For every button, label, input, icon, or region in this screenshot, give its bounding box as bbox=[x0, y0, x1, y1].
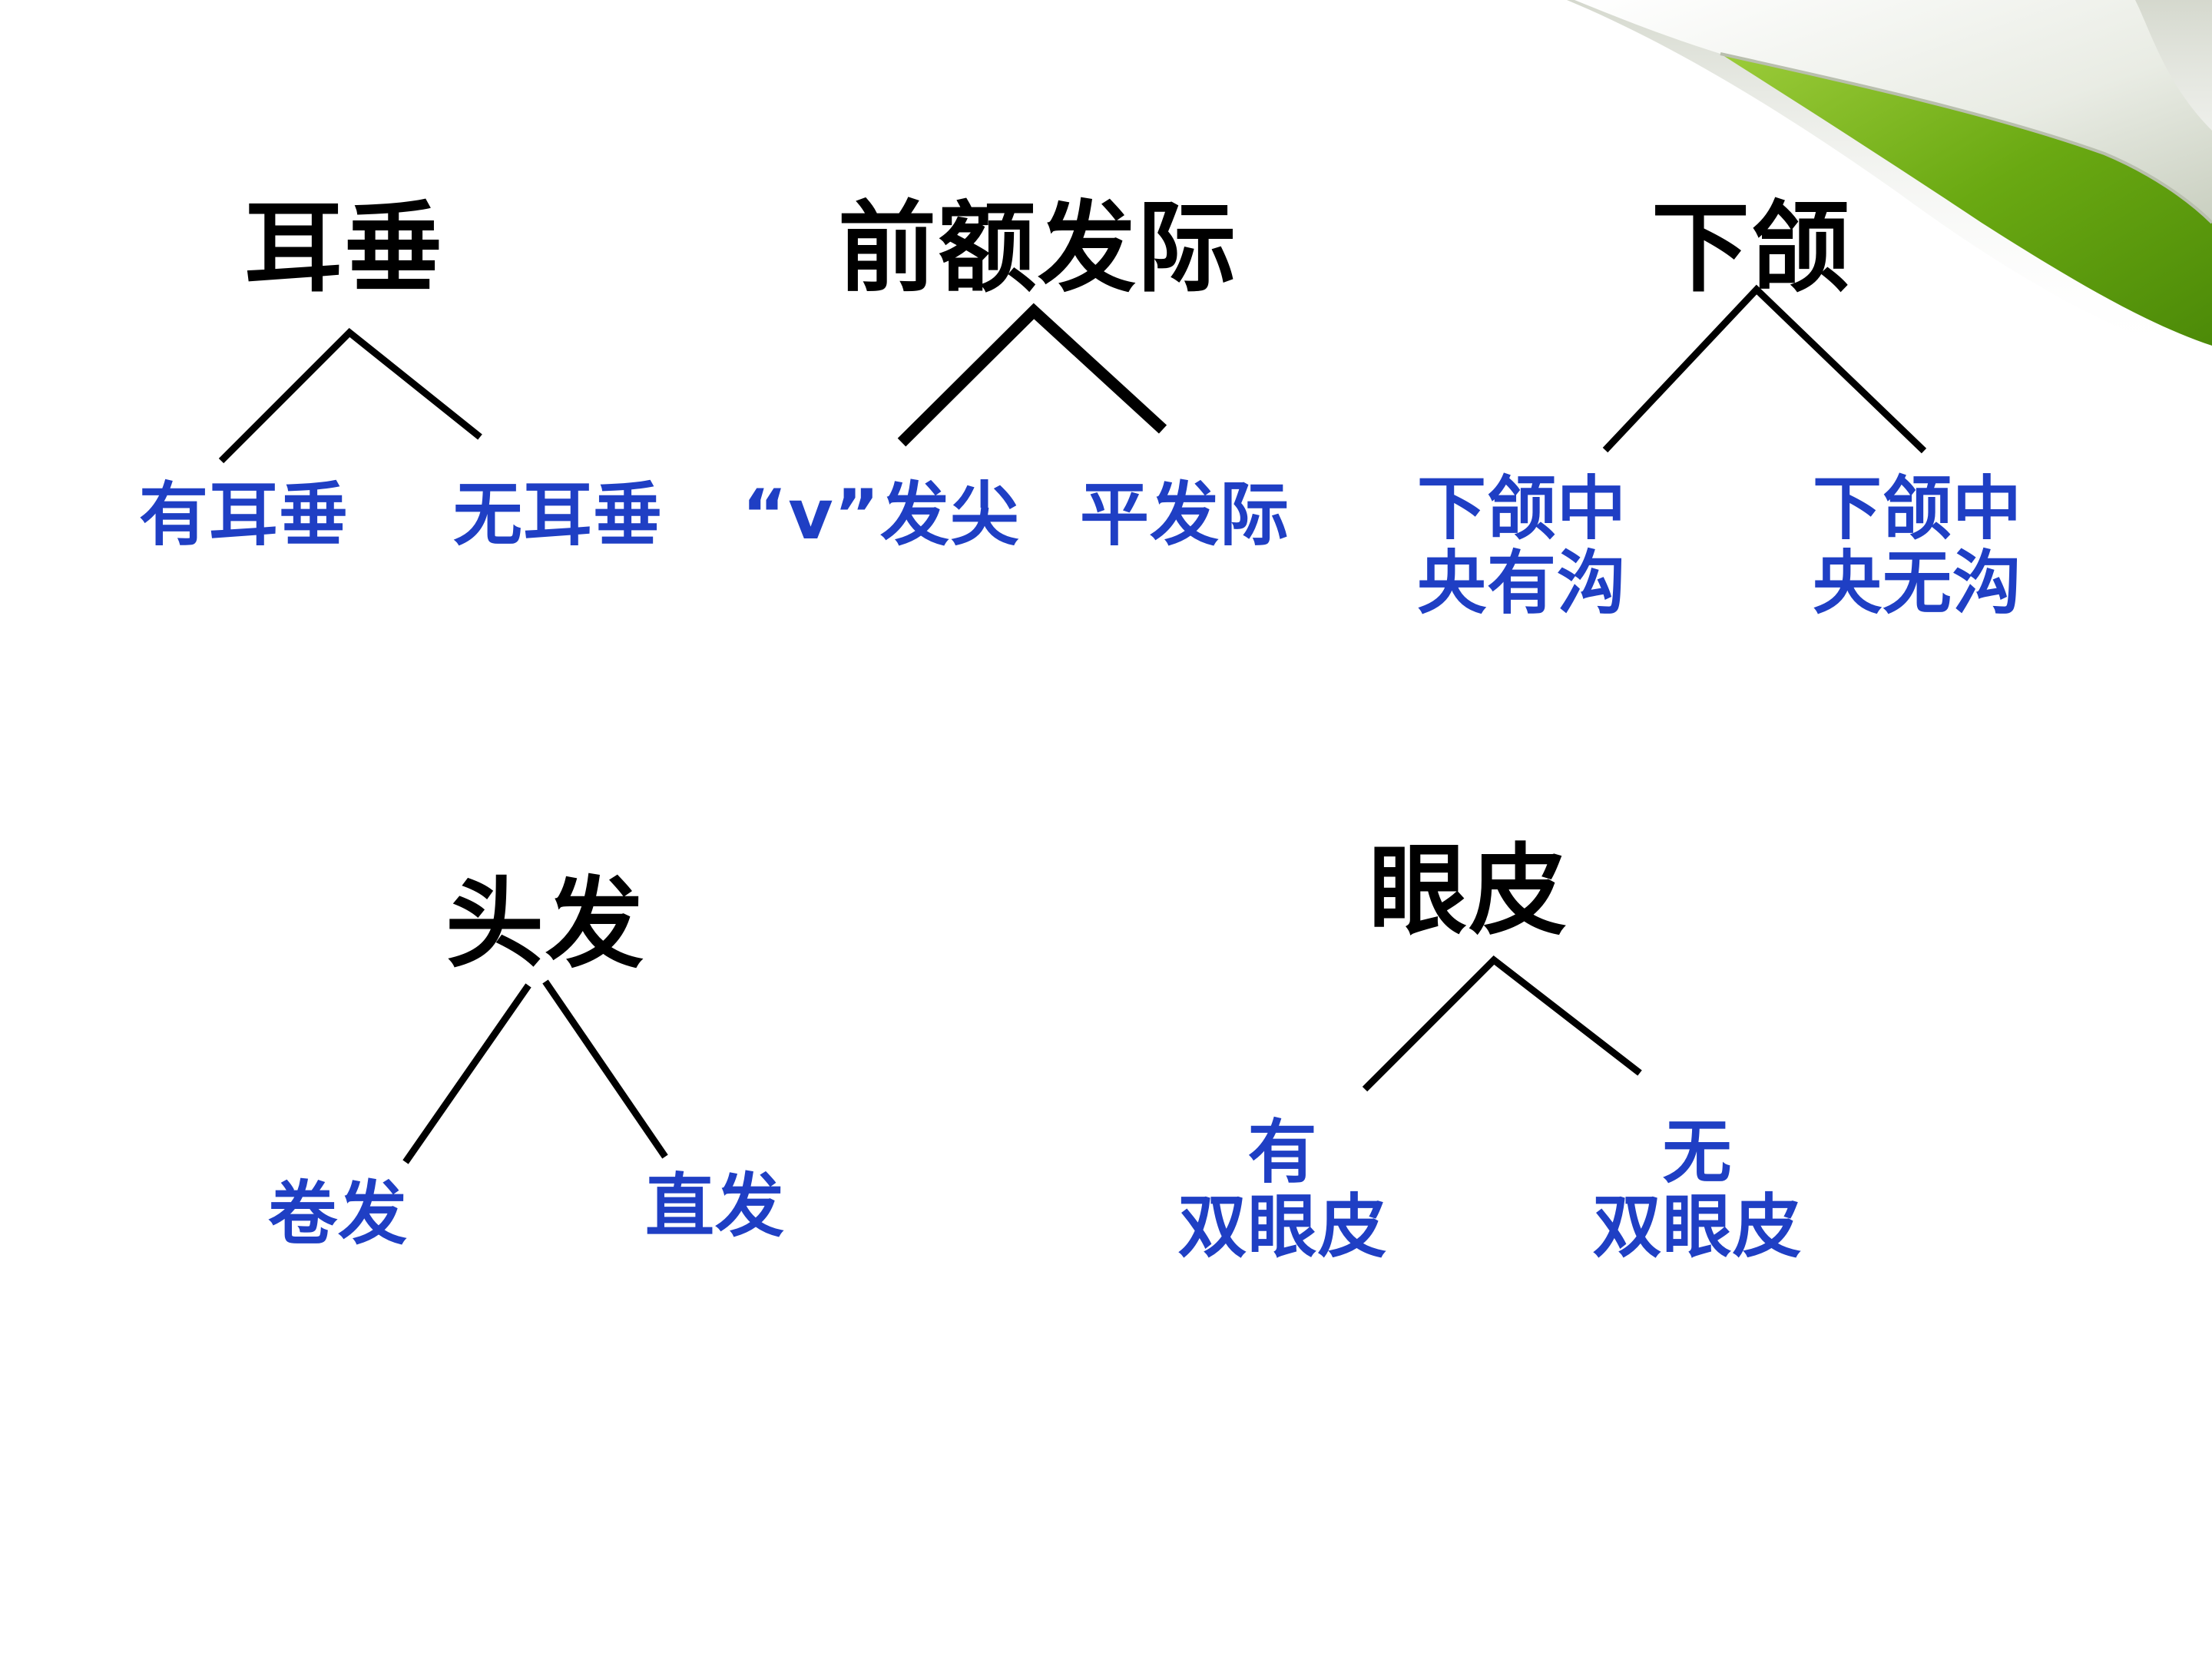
option-chin-no-cleft-line2: 央无沟 bbox=[1813, 543, 2022, 624]
option-chin-no-cleft: 下颌中 央无沟 bbox=[1813, 472, 2022, 621]
option-double-eyelid-line1: 有 bbox=[1247, 1112, 1318, 1193]
connector-earlobe bbox=[218, 327, 482, 464]
trait-title-hairline: 前额发际 bbox=[838, 191, 1238, 306]
trait-title-earlobe: 耳垂 bbox=[244, 191, 445, 306]
option-double-eyelid: 有 双眼皮 bbox=[1167, 1112, 1398, 1268]
option-no-double-eyelid-line1: 无 bbox=[1662, 1112, 1733, 1193]
trait-title-chin: 下颌 bbox=[1651, 191, 1852, 306]
option-has-earlobe: 有耳垂 bbox=[139, 475, 349, 555]
trait-title-eyelid: 眼皮 bbox=[1369, 834, 1569, 949]
option-straight-hair: 直发 bbox=[645, 1166, 785, 1247]
connector-chin bbox=[1602, 284, 1927, 454]
option-straight-hairline: 平发际 bbox=[1080, 475, 1290, 555]
option-curly-hair: 卷发 bbox=[268, 1174, 408, 1254]
connector-hair-left bbox=[402, 983, 531, 1164]
option-double-eyelid-line2: 双眼皮 bbox=[1177, 1187, 1388, 1268]
curl-edge bbox=[1720, 52, 2212, 224]
connector-hair-right bbox=[542, 979, 668, 1159]
curl-green-face bbox=[1720, 54, 2212, 346]
trait-title-hair: 头发 bbox=[445, 867, 646, 982]
option-chin-no-cleft-line1: 下颌中 bbox=[1813, 469, 2022, 549]
option-no-earlobe: 无耳垂 bbox=[453, 475, 663, 555]
option-no-double-eyelid-line2: 双眼皮 bbox=[1592, 1187, 1803, 1268]
connector-hairline bbox=[897, 303, 1167, 447]
option-chin-cleft-line1: 下颌中 bbox=[1417, 469, 1627, 549]
option-v-widow-peak: “v”发尖 bbox=[742, 475, 1020, 555]
option-no-double-eyelid: 无 双眼皮 bbox=[1582, 1112, 1813, 1268]
option-chin-cleft: 下颌中 央有沟 bbox=[1417, 472, 1627, 621]
connector-eyelid bbox=[1362, 955, 1642, 1092]
option-chin-cleft-line2: 央有沟 bbox=[1417, 543, 1627, 624]
